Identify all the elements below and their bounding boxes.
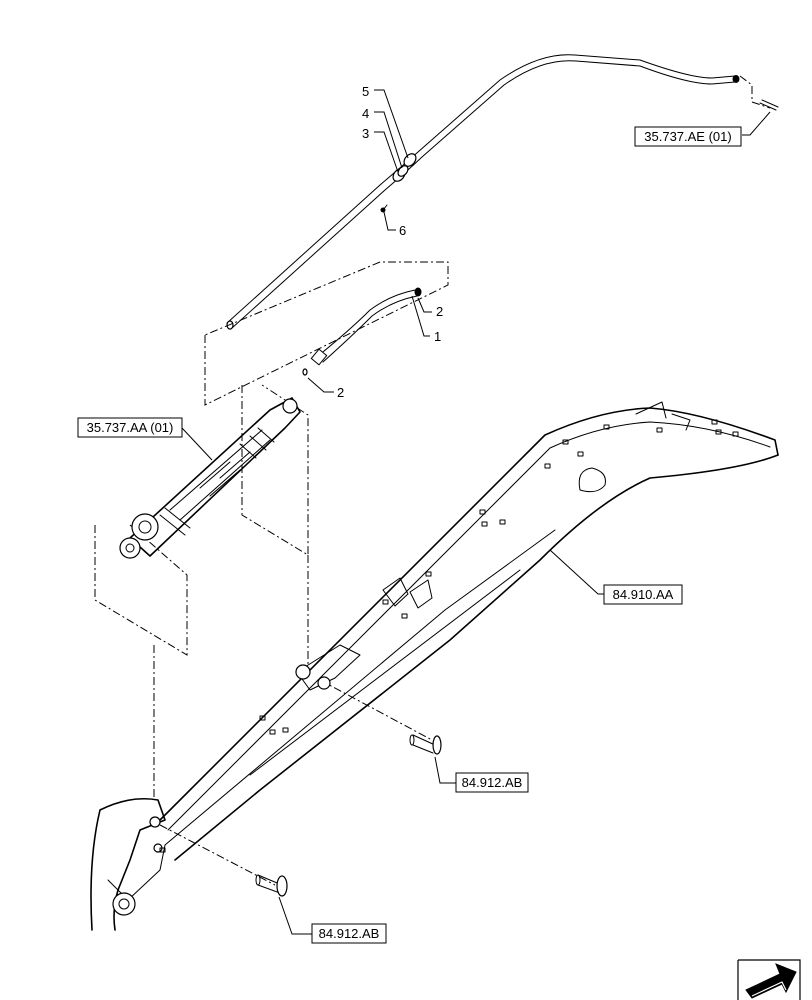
ref-box-35-737-ae[interactable]: 35.737.AE (01) [634, 126, 742, 147]
pipe-seals [392, 153, 417, 182]
callout-2-upper: 2 [436, 304, 443, 319]
pin-lower [255, 874, 288, 897]
callout-4: 4 [362, 106, 369, 121]
short-hose [310, 287, 422, 366]
callout-6: 6 [399, 223, 406, 238]
ref-label-35-737-aa: 35.737.AA (01) [87, 420, 174, 435]
callout-3: 3 [362, 126, 369, 141]
fitting-top-right [759, 99, 779, 111]
ref-label-84-912-ab-lower: 84.912.AB [319, 926, 380, 941]
long-hydraulic-pipe [226, 54, 740, 330]
callout-5: 5 [362, 84, 369, 99]
callout-2-lower: 2 [337, 385, 344, 400]
boom-bolt-holes [159, 419, 739, 853]
ref-box-84-912-ab-lower[interactable]: 84.912.AB [311, 923, 387, 944]
leader-lines [181, 89, 771, 935]
ref-label-35-737-ae: 35.737.AE (01) [644, 129, 731, 144]
ref-box-84-910-aa[interactable]: 84.910.AA [603, 584, 683, 605]
ref-box-84-912-ab-upper[interactable]: 84.912.AB [455, 772, 529, 793]
ref-box-35-737-aa[interactable]: 35.737.AA (01) [77, 417, 183, 438]
next-page-arrow-icon[interactable] [736, 958, 802, 1000]
ref-label-84-910-aa: 84.910.AA [613, 587, 674, 602]
bolt-6 [380, 204, 388, 213]
boom [90, 401, 779, 931]
callout-1: 1 [434, 329, 441, 344]
ref-label-84-912-ab-upper: 84.912.AB [462, 775, 523, 790]
hydraulic-cylinder [119, 397, 301, 559]
pin-upper [409, 734, 442, 755]
